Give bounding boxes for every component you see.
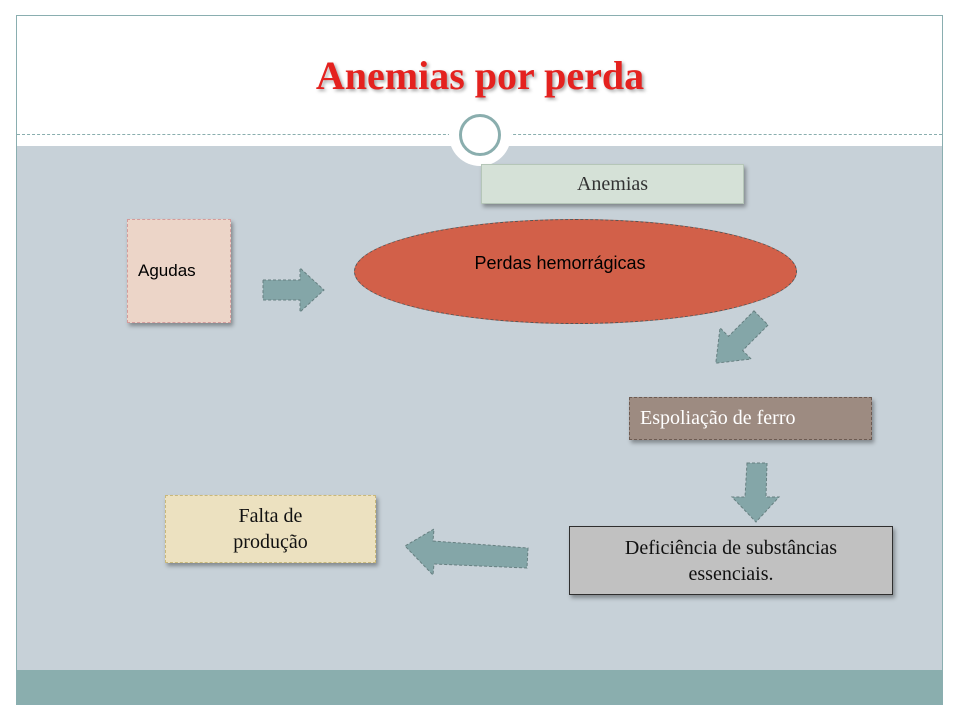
arrow-diagonal-icon [715,310,769,364]
arrow-left-icon [404,528,529,577]
divider-ring-icon [459,114,501,156]
falta-label-line1: Falta de [238,505,303,527]
deficiencia-label-line2: essenciais. [688,562,774,585]
perdas-ellipse [354,219,797,324]
slide-title: Anemias por perda [315,53,645,98]
anemias-label: Anemias [576,172,649,195]
arrow-down-icon [730,462,781,523]
espoliacao-label: Espoliação de ferro [640,407,796,429]
falta-box: Falta de produção [165,495,376,563]
agudas-box: Agudas [127,219,231,323]
anemias-box: Anemias [481,164,744,204]
deficiencia-label-line1: Deficiência de substâncias [624,536,838,559]
perdas-label: Perdas hemorrágicas [474,253,646,273]
deficiencia-box: Deficiência de substâncias essenciais. [569,526,893,595]
footer-bar [17,670,942,704]
arrow-right-icon [262,266,325,314]
espoliacao-box: Espoliação de ferro [629,397,872,440]
agudas-label: Agudas [138,261,196,280]
falta-label-line2: produção [233,531,308,553]
